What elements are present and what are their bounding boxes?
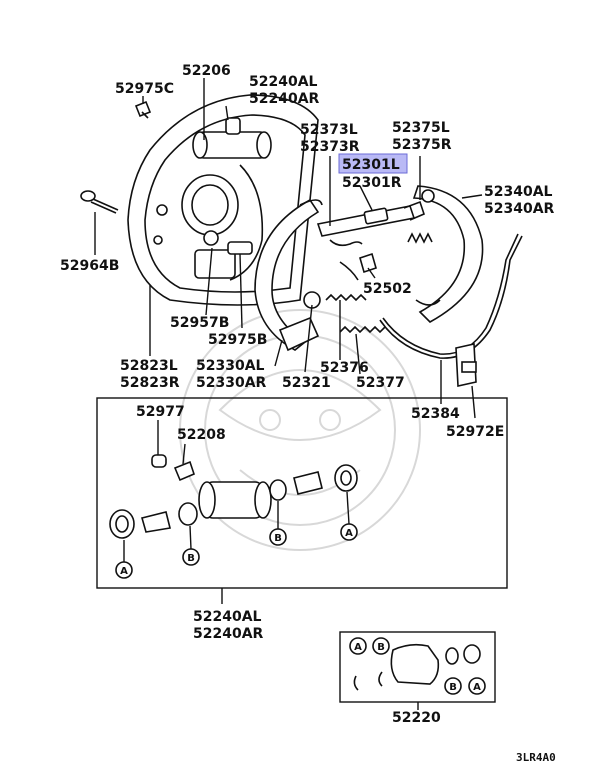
wheel-cylinder-mounted [192, 117, 272, 159]
label-52340ar: 52340AR [484, 201, 555, 217]
label-52373r: 52373R [300, 139, 360, 155]
label-52975b: 52975B [208, 332, 267, 348]
label-52206: 52206 [182, 63, 231, 79]
return-springs [325, 293, 386, 334]
label-52964b: 52964B [60, 258, 119, 274]
label-52375l: 52375L [392, 120, 450, 136]
label-52957b: 52957B [170, 315, 229, 331]
label-52375r: 52375R [392, 137, 452, 153]
label-52823l: 52823L [120, 358, 178, 374]
seal-marker-b-1: B [377, 642, 385, 653]
label-52502: 52502 [363, 281, 412, 297]
adjuster-parts-plate [194, 230, 253, 279]
label-52373l: 52373L [300, 122, 358, 138]
part-labels: 52206 52240AL 52240AR 52975C 52373L 5237… [60, 63, 556, 764]
label-52321: 52321 [282, 375, 331, 391]
label-52240al-kit: 52240AL [193, 609, 262, 625]
label-52823r: 52823R [120, 375, 180, 391]
highlight-52301l [338, 153, 408, 174]
strut-adjuster-52301 [316, 200, 425, 247]
label-52972e: 52972E [446, 424, 504, 440]
seal-marker-a-1: A [354, 642, 362, 653]
seal-marker-a-2: A [473, 682, 481, 693]
marker-b-left-text: B [187, 553, 195, 564]
label-52240al-top: 52240AL [249, 74, 318, 90]
wheel-cylinder-kit-box [96, 397, 508, 589]
strut-spring [407, 232, 433, 244]
label-52301r: 52301R [342, 175, 402, 191]
bolt-52964b [80, 190, 119, 214]
label-52376: 52376 [320, 360, 369, 376]
label-52240ar-top: 52240AR [249, 91, 320, 107]
diagram-code: 3LR4A0 [516, 751, 556, 764]
label-52330ar: 52330AR [196, 375, 267, 391]
brake-shoe-rear [412, 185, 484, 323]
bracket-52972e [455, 343, 477, 387]
label-52301l: 52301L [342, 157, 400, 173]
label-52975c: 52975C [115, 81, 174, 97]
brake-shoe-front [254, 198, 323, 352]
label-52977: 52977 [136, 404, 185, 420]
seal-marker-b-2: B [449, 682, 457, 693]
marker-a-left-text: A [120, 566, 128, 577]
kit-markers: A B B A [115, 491, 358, 579]
marker-a-right-text: A [345, 528, 353, 539]
marker-b-right-text: B [274, 533, 282, 544]
label-52384: 52384 [411, 406, 460, 422]
label-52330al: 52330AL [196, 358, 265, 374]
label-52240ar-kit: 52240AR [193, 626, 264, 642]
label-52220: 52220 [392, 710, 441, 726]
bleeder-bolt-52975c [134, 100, 152, 119]
label-52377: 52377 [356, 375, 405, 391]
leader-lines [94, 78, 483, 710]
clip-52502 [339, 252, 377, 281]
seal-kit-parts: A B B A [349, 637, 486, 695]
label-52340al: 52340AL [484, 184, 553, 200]
kit-parts [109, 454, 358, 539]
label-52208: 52208 [177, 427, 226, 443]
